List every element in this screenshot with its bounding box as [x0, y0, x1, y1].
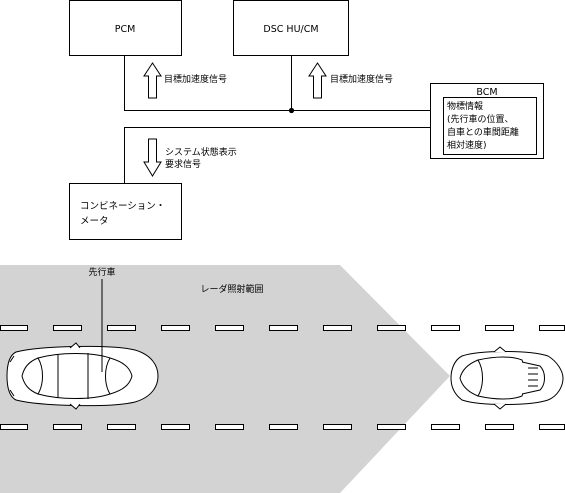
dsc-signal-arrow-icon — [308, 62, 327, 99]
bcm-label: BCM — [476, 87, 497, 98]
lead-vehicle-label: 先行車 — [88, 266, 115, 278]
meter-signal-label-line2: 要求信号 — [165, 158, 201, 170]
pcm-signal-label: 目標加速度信号 — [164, 73, 227, 85]
meter-label-line1: コンビネーション・ — [80, 201, 165, 212]
dsc-block — [233, 0, 349, 56]
bcm-info-line1: 物標情報 — [447, 100, 483, 112]
dsc-signal-label: 目標加速度信号 — [330, 73, 393, 85]
bcm-info-line2: (先行車の位置、 — [447, 113, 514, 125]
meter-signal-label-line1: システム状態表示 — [165, 146, 237, 158]
pcm-block — [69, 0, 182, 56]
lead-vehicle-icon — [6, 342, 159, 410]
lane-marking-bottom — [0, 424, 565, 430]
lane-marking-top — [0, 325, 565, 331]
own-vehicle-icon — [450, 346, 564, 410]
pcm-label: PCM — [115, 24, 136, 35]
pcm-signal-arrow-icon — [143, 62, 162, 99]
bus-junction-dot — [288, 107, 295, 114]
radar-range-label: レーダ照射範囲 — [200, 283, 263, 295]
meter-block — [69, 183, 182, 240]
bus-lines — [124, 55, 431, 184]
bcm-info-box — [443, 97, 537, 155]
bcm-info-line4: 相対速度) — [447, 139, 487, 151]
radar-range-area — [0, 265, 450, 493]
meter-signal-arrow-icon — [143, 138, 162, 177]
dsc-label: DSC HU/CM — [263, 24, 318, 35]
bcm-info-line3: 自車との車間距離 — [447, 126, 519, 138]
meter-label-line2: メータ — [80, 216, 109, 227]
